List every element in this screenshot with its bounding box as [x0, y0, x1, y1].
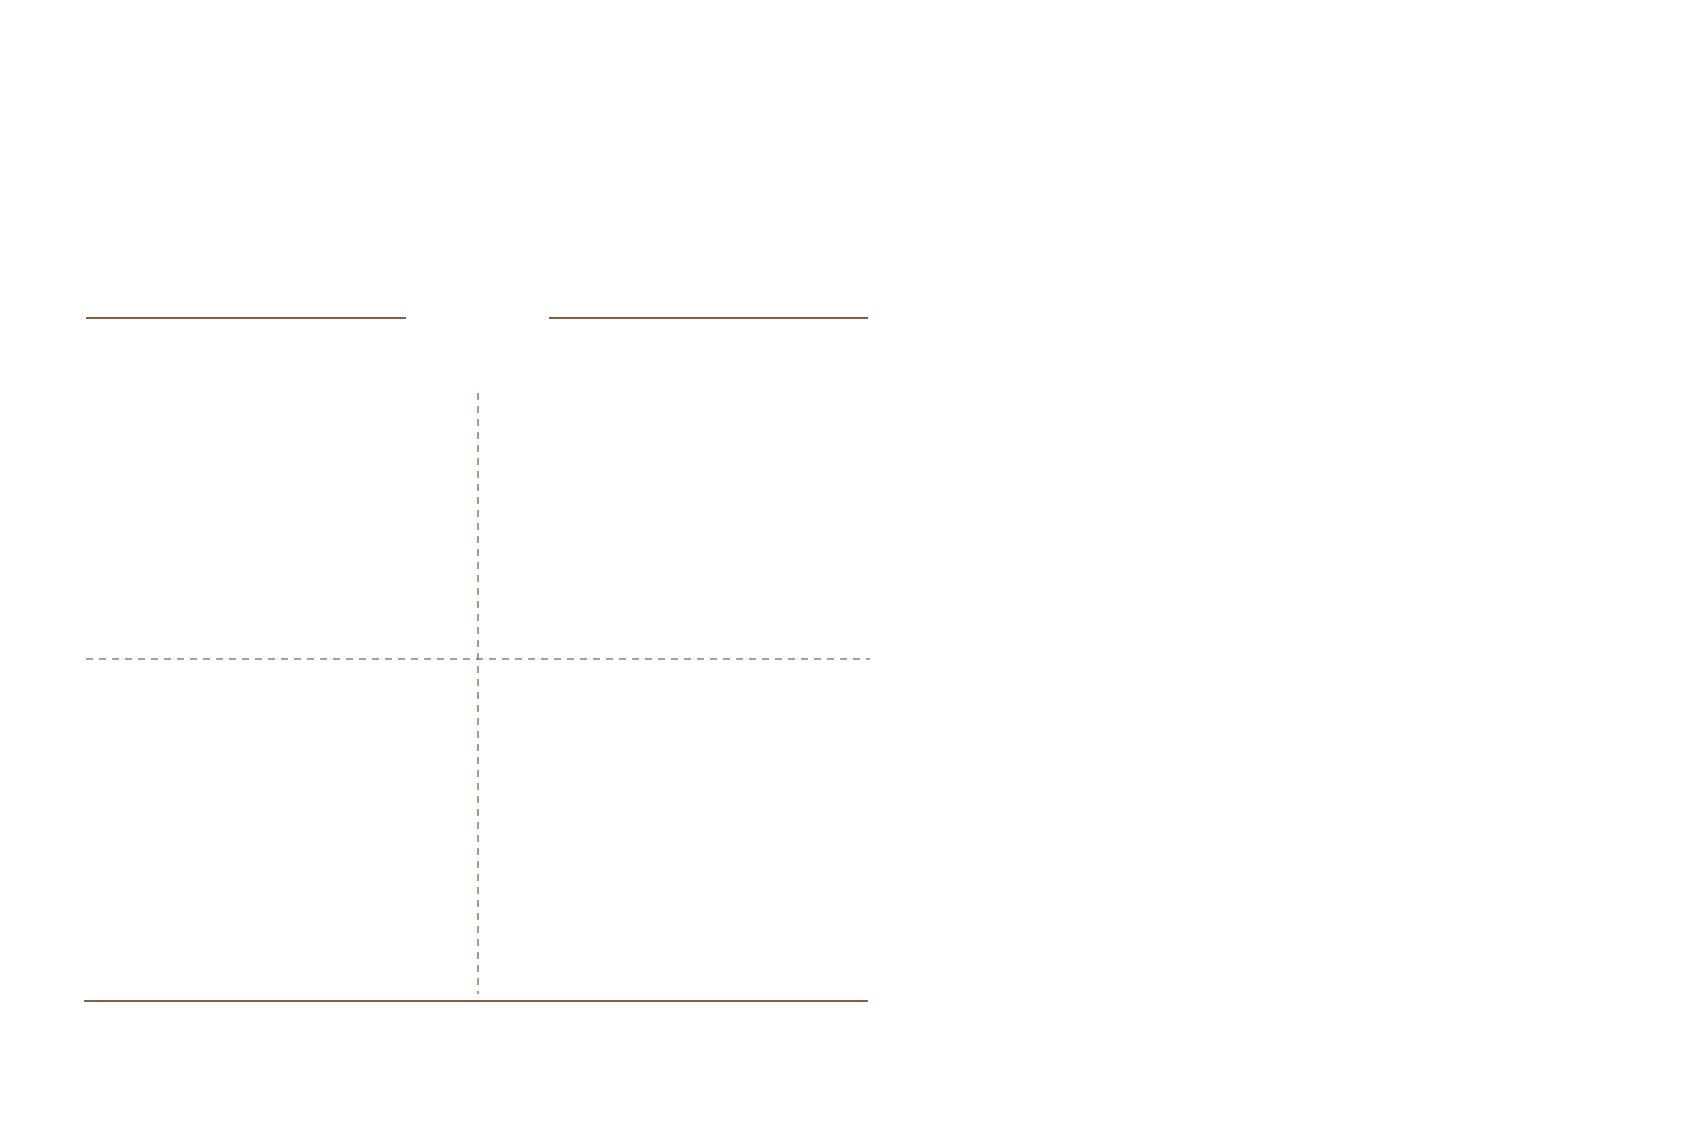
chart-canvas: [84, 317, 870, 1002]
